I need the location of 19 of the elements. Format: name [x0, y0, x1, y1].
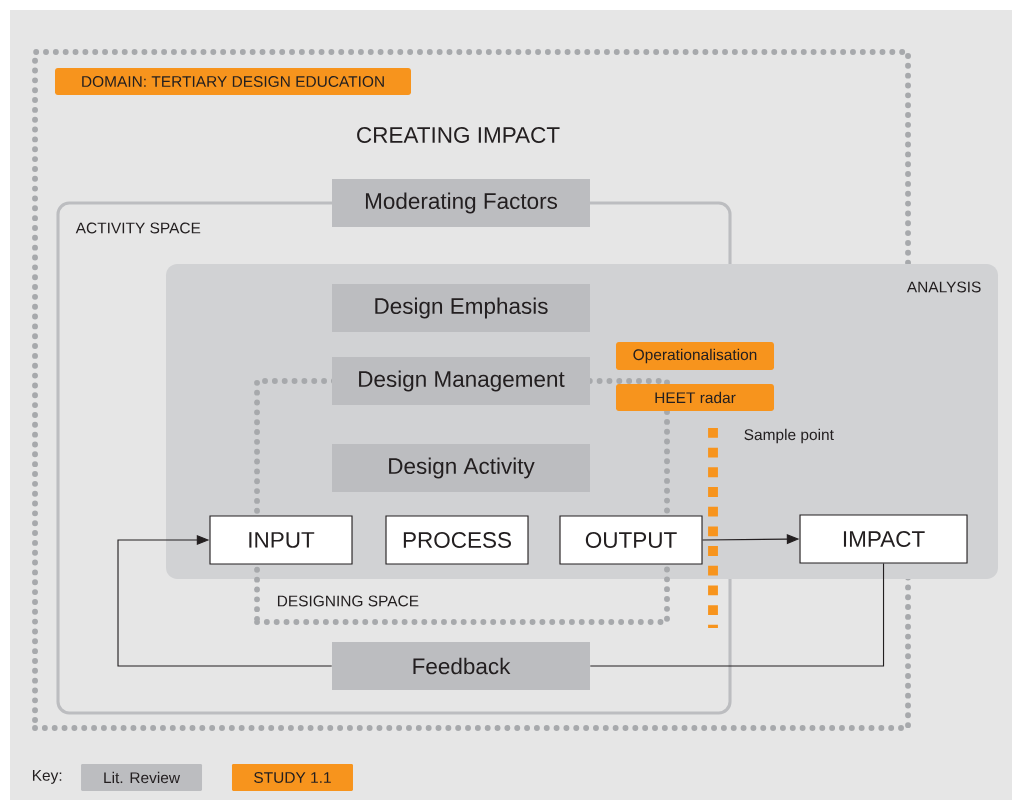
stage-box: INPUT: [209, 515, 353, 565]
connector-arrow: [117, 534, 333, 667]
method-tag: Operationalisation: [616, 342, 774, 370]
factor-box: Moderating Factors: [332, 179, 590, 227]
stage-box: PROCESS: [385, 515, 529, 565]
heading: CREATING IMPACT: [357, 127, 560, 143]
method-tag: DOMAIN: TERTIARY DESIGN EDUCATION: [55, 68, 411, 95]
sample-label: Sample point: [744, 428, 834, 444]
stage-box: IMPACT: [799, 514, 968, 564]
factor-box: Feedback: [332, 642, 590, 690]
factor-box: Design Emphasis: [332, 284, 590, 332]
key-label: Key:: [32, 770, 62, 784]
region-label: ANALYSIS: [906, 281, 981, 293]
stage-box: OUTPUT: [559, 515, 703, 565]
factor-box: Design Activity: [332, 444, 590, 492]
method-tag: HEET radar: [616, 384, 774, 411]
region-label: DESIGNING SPACE: [277, 595, 419, 607]
region-label: ACTIVITY SPACE: [75, 222, 201, 234]
factor-box: Design Management: [332, 357, 590, 405]
